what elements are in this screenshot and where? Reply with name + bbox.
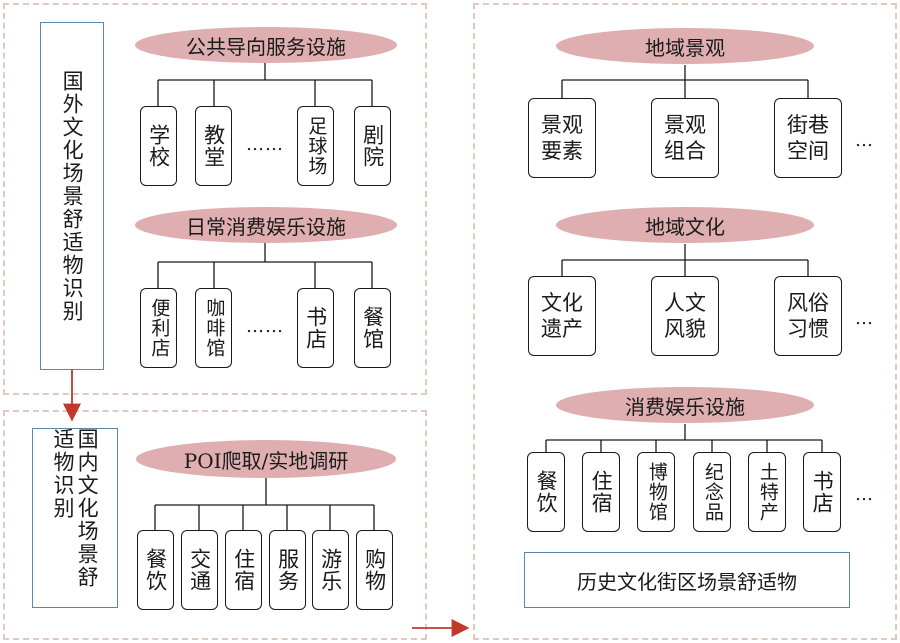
ellipsis: …… (246, 134, 284, 155)
regional-culture-pill: 地域文化 (556, 207, 814, 243)
consumption-facilities-pill: 消费娱乐设施 (556, 387, 814, 423)
regional-landscape-pill: 地域景观 (556, 28, 814, 64)
item-box-theater: 剧院 (354, 106, 391, 186)
daily-consumption-pill: 日常消费娱乐设施 (135, 207, 397, 243)
foreign-panel (3, 3, 427, 395)
ellipsis: … (855, 130, 874, 151)
public-service-pill: 公共导向服务设施 (135, 27, 397, 63)
item-box-church: 教堂 (195, 106, 232, 186)
item-box-cultural-heritage: 文化遗产 (528, 276, 596, 356)
item-box-dining: 餐饮 (137, 530, 174, 610)
foreign-label: 国外文化场景舒适物识别 (60, 69, 85, 323)
item-box-local-specialty: 土特产 (748, 452, 786, 532)
item-box-dining: 餐饮 (527, 452, 565, 532)
caption-box: 历史文化街区场景舒适物 (524, 552, 850, 608)
foreign-label-box: 国外文化场景舒适物识别 (40, 22, 104, 370)
item-box-lodging: 住宿 (225, 530, 262, 610)
item-box-humanistic-style: 人文风貌 (651, 276, 719, 356)
caption-text: 历史文化街区场景舒适物 (577, 569, 797, 594)
item-box-stadium: 足球场 (297, 106, 334, 186)
item-box-amusement: 游乐 (312, 530, 349, 610)
item-box-shopping: 购物 (356, 530, 393, 610)
domestic-panel (3, 410, 427, 640)
item-box-school: 学校 (140, 106, 177, 186)
item-box-bookstore: 书店 (803, 452, 841, 532)
item-box-landscape-combination: 景观组合 (651, 98, 719, 178)
item-box-souvenir: 纪念品 (693, 452, 731, 532)
item-box-lodging: 住宿 (582, 452, 620, 532)
item-box-landscape-elements: 景观要素 (528, 98, 596, 178)
item-box-restaurant: 餐馆 (354, 288, 391, 368)
ellipsis: … (855, 308, 874, 329)
item-box-transport: 交通 (181, 530, 218, 610)
poi-pill: POI爬取/实地调研 (136, 440, 396, 478)
item-box-bookstore: 书店 (297, 288, 334, 368)
ellipsis: …… (246, 316, 284, 337)
ellipsis: … (855, 484, 874, 505)
domestic-label: 国内文化场景舒适物识别 (51, 428, 100, 589)
domestic-label-box: 国内文化场景舒适物识别 (32, 428, 118, 608)
item-box-customs: 风俗习惯 (774, 276, 842, 356)
item-box-service: 服务 (269, 530, 306, 610)
item-box-convenience: 便利店 (140, 288, 177, 368)
item-box-museum: 博物馆 (637, 452, 675, 532)
item-box-cafe: 咖啡馆 (195, 288, 232, 368)
item-box-street-space: 街巷空间 (774, 98, 842, 178)
result-panel (473, 3, 897, 640)
